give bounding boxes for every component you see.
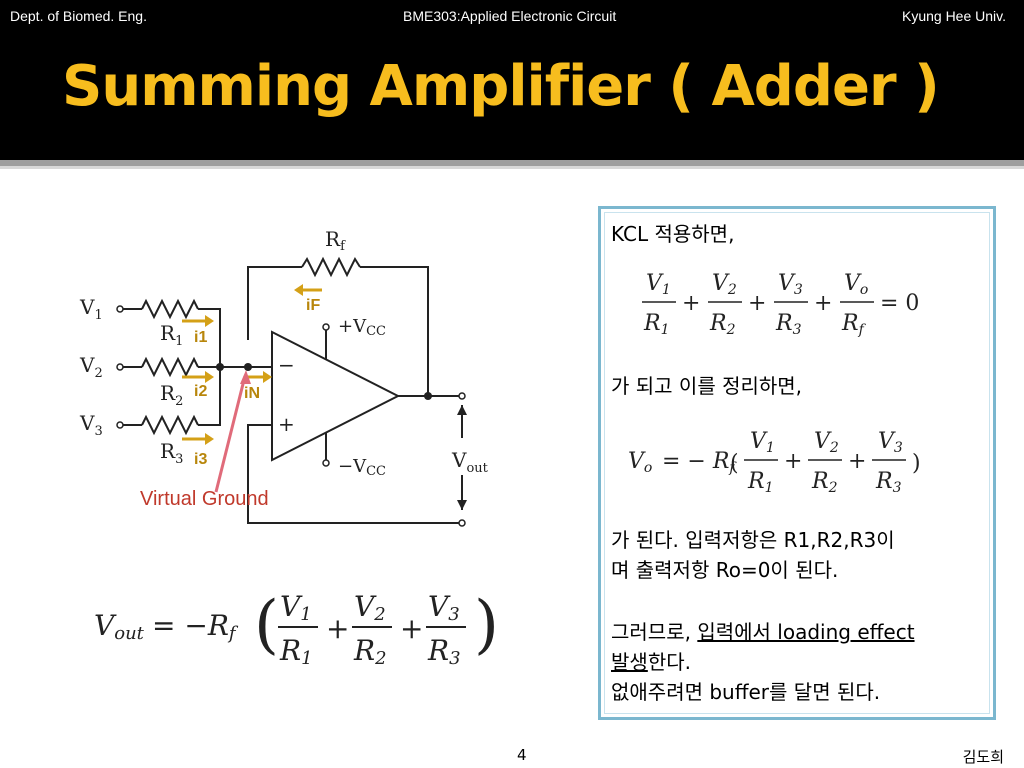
header-course: BME303:Applied Electronic Circuit [403, 8, 617, 24]
svg-text:+: + [682, 291, 700, 316]
rf-resistor [301, 256, 361, 278]
buffer-text: 없애주려면 buffer를 달면 된다. [611, 680, 881, 704]
svg-text:Rf: Rf [841, 311, 867, 338]
input-resistance-text: 가 된다. 입력저항은 R1,R2,R3이 [611, 528, 895, 552]
i3-label: i3 [194, 451, 207, 468]
inverting-input-sign: − [278, 353, 295, 377]
virtual-ground-label: Virtual Ground [140, 488, 269, 510]
svg-text:R1: R1 [747, 469, 774, 496]
svg-text:R3: R3 [875, 469, 902, 496]
loading-effect-text-cont: 발생한다. [611, 650, 691, 674]
svg-text:V1: V1 [646, 271, 671, 298]
svg-text:V3: V3 [778, 271, 803, 298]
loading-effect-text: 그러므로, 입력에서 loading effect [611, 620, 915, 644]
author-name: 김도희 [962, 748, 1004, 766]
svg-text:V2: V2 [814, 429, 839, 456]
svg-text:R3: R3 [775, 311, 802, 338]
vout-formula: Vout = −Rf ( V1 R1 + V2 R2 + V3 R3 ) [94, 588, 499, 669]
svg-text:V1: V1 [750, 429, 775, 456]
svg-text:V3: V3 [878, 429, 903, 456]
svg-text:R1: R1 [643, 311, 670, 338]
page-number: 4 [517, 746, 527, 764]
i2-label: i2 [194, 383, 207, 400]
rf-label: Rf [325, 227, 346, 254]
kcl-intro-text: KCL 적용하면, [611, 222, 735, 246]
header-university: Kyung Hee Univ. [901, 8, 1006, 24]
op-amp [271, 330, 401, 462]
svg-text:+: + [784, 449, 802, 474]
r2-label: R2 [160, 381, 183, 409]
virtual-ground-pointer [214, 375, 247, 493]
svg-text:(: ( [730, 451, 739, 476]
svg-text:+: + [326, 612, 349, 645]
svg-text:R2: R2 [811, 469, 838, 496]
summing-amplifier-circuit: Rf V1 V2 V3 R1 R2 R3 +VCC −VCC − + Vout … [79, 227, 489, 527]
vout-label: Vout [451, 448, 489, 476]
v1-label: V1 [79, 295, 103, 323]
svg-text:): ) [912, 451, 921, 476]
svg-text:= −Rf: = −Rf [152, 609, 239, 644]
noninverting-input-sign: + [278, 412, 295, 436]
v3-label: V3 [79, 411, 103, 439]
svg-text:V2: V2 [712, 271, 737, 298]
vcc-negative-label: −VCC [338, 456, 386, 479]
vcc-positive-label: +VCC [338, 316, 386, 339]
svg-text:+: + [814, 291, 832, 316]
svg-text:Vo: Vo [628, 449, 652, 476]
output-resistance-text: 며 출력저항 Ro=0이 된다. [611, 558, 839, 582]
svg-text:V3: V3 [428, 590, 460, 625]
i1-label: i1 [194, 329, 207, 346]
in-label: iN [244, 385, 260, 402]
svg-text:Vo: Vo [844, 271, 868, 298]
v2-label: V2 [79, 353, 103, 381]
svg-text:Vout: Vout [94, 609, 145, 644]
header-divider [0, 160, 1024, 166]
r1-label: R1 [160, 321, 183, 349]
svg-text:+: + [848, 449, 866, 474]
svg-text:= 0: = 0 [880, 291, 919, 316]
svg-text:(: ( [254, 588, 279, 662]
header-divider-light [0, 166, 1024, 169]
svg-text:+: + [748, 291, 766, 316]
svg-text:R1: R1 [279, 634, 313, 669]
slide-title: Summing Amplifier ( Adder ) [62, 54, 940, 119]
svg-text:): ) [474, 588, 499, 662]
svg-text:R2: R2 [709, 311, 736, 338]
header-dept: Dept. of Biomed. Eng. [10, 8, 147, 24]
vo-equation: Vo = − Rf ( V1 R1 + V2 R2 + V3 R3 ) [628, 429, 921, 496]
rearrange-text: 가 되고 이를 정리하면, [611, 374, 803, 398]
svg-text:+: + [400, 612, 423, 645]
if-label: iF [306, 297, 320, 314]
svg-text:= − Rf: = − Rf [662, 449, 737, 476]
kcl-equation: V1 R1 + V2 R2 + V3 R3 + Vo Rf = 0 [642, 271, 919, 338]
r2-resistor [141, 356, 199, 378]
r3-label: R3 [160, 439, 183, 467]
r1-resistor [141, 298, 199, 320]
header-bar: Dept. of Biomed. Eng. BME303:Applied Ele… [0, 0, 1024, 160]
svg-text:R2: R2 [353, 634, 387, 669]
svg-text:V2: V2 [354, 590, 386, 625]
svg-text:R3: R3 [427, 634, 461, 669]
explanation-box [598, 206, 996, 720]
svg-text:V1: V1 [280, 590, 312, 625]
r3-resistor [141, 414, 199, 436]
